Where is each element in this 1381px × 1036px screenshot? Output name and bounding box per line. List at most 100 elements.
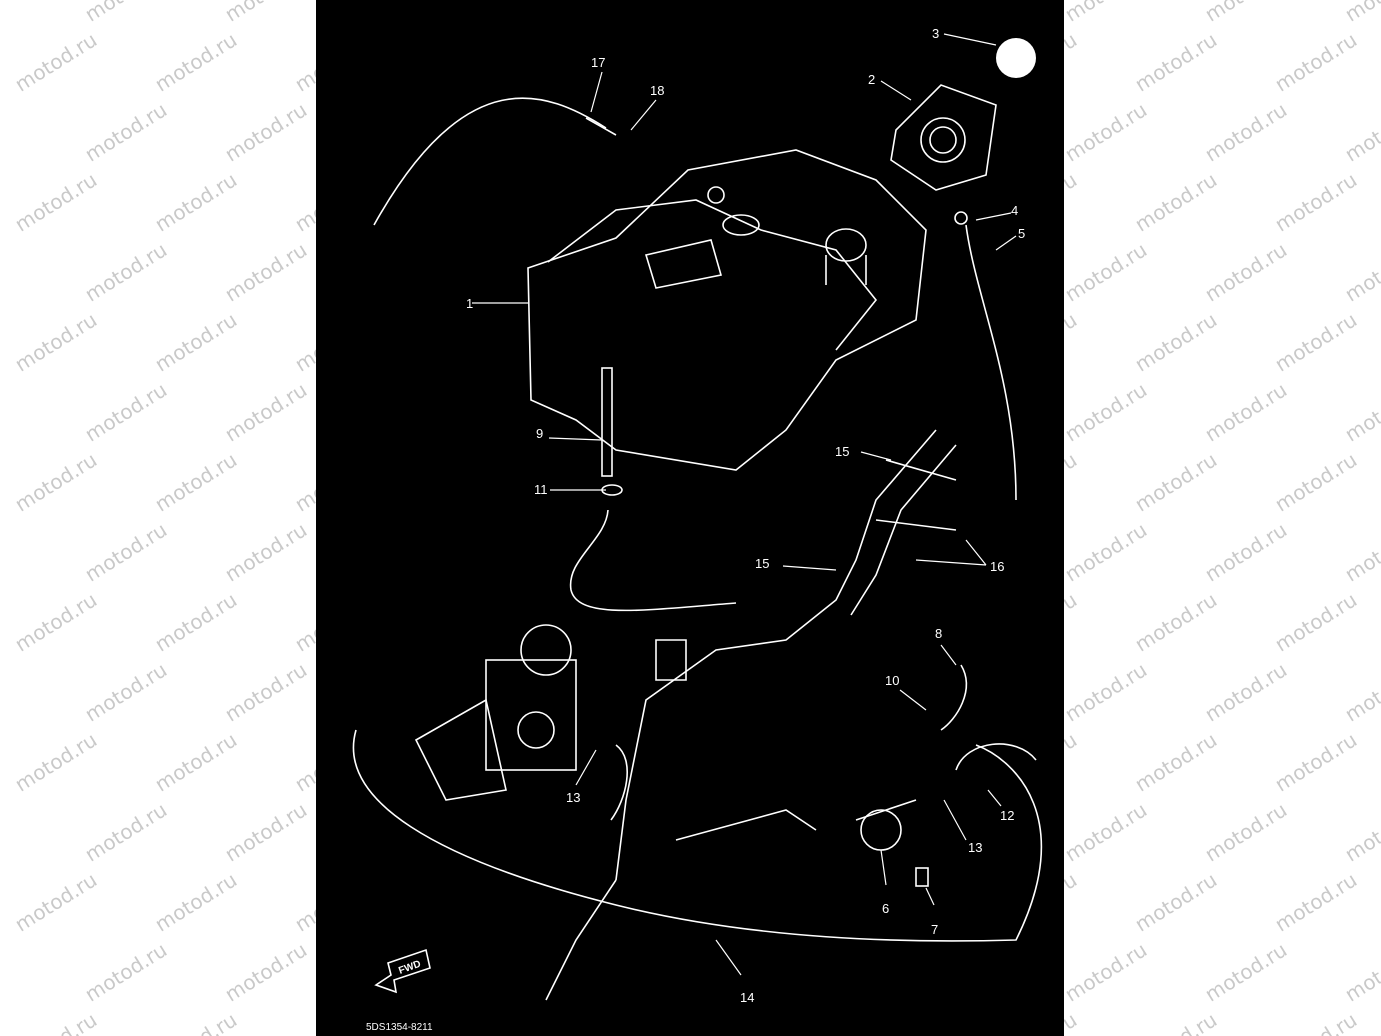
watermark-text: motod.ru [80, 517, 172, 587]
watermark-text: motod.ru [151, 1008, 242, 1036]
fuel-hose-part [352, 729, 1043, 942]
watermark-text: motod.ru [1270, 447, 1362, 517]
frame-tubes-part [545, 429, 957, 1001]
watermark-text: motod.ru [10, 307, 102, 377]
watermark-text: motod.ru [150, 307, 242, 377]
diagram-panel: FWD 1 2 3 4 5 6 7 8 9 10 11 12 [316, 0, 1064, 1036]
vent-hose-part [965, 224, 1017, 501]
watermark-text: motod.ru [1060, 517, 1152, 587]
watermark-text: motod.ru [1060, 797, 1152, 867]
watermark-text: motod.ru [1060, 237, 1152, 307]
watermark-text: motod.ru [1340, 517, 1381, 587]
callout-16: 16 [990, 559, 1004, 574]
watermark-text: motod.ru [1270, 587, 1362, 657]
watermark-text: motod.ru [80, 657, 172, 727]
watermark-text: motod.ru [1060, 97, 1152, 167]
fwd-arrow: FWD [374, 948, 431, 994]
fuel-tank-exploded-diagram: FWD 1 2 3 4 5 6 7 8 9 10 11 12 [352, 26, 1043, 1033]
watermark-text: motod.ru [11, 1008, 102, 1036]
watermark-text: motod.ru [80, 797, 172, 867]
watermark-text: motod.ru [150, 727, 242, 797]
watermark-text: motod.ru [220, 97, 312, 167]
callout-14: 14 [740, 990, 754, 1005]
watermark-text: motod.ru [150, 587, 242, 657]
carburetor-part [414, 624, 577, 801]
watermark-text: motod.ru [1340, 657, 1381, 727]
watermark-text: motod.ru [10, 867, 102, 937]
watermark-text: motod.ru [1130, 307, 1222, 377]
watermark-text: motod.ru [1270, 727, 1362, 797]
callout-4: 4 [1011, 203, 1018, 218]
callout-1: 1 [466, 296, 473, 311]
watermark-text: motod.ru [1200, 517, 1292, 587]
fuel-tank-part [527, 149, 927, 471]
watermark-text: motod.ru [1340, 937, 1381, 1007]
watermark-text: motod.ru [1060, 377, 1152, 447]
watermark-text: motod.ru [10, 27, 102, 97]
watermark-text: motod.ru [80, 937, 172, 1007]
watermark-text: motod.ru [1200, 97, 1292, 167]
watermark-text: motod.ru [1270, 867, 1362, 937]
hose-8-part [940, 664, 967, 731]
watermark-text: motod.ru [1200, 237, 1292, 307]
watermark-text: motod.ru [80, 377, 172, 447]
watermark-text: motod.ru [220, 657, 312, 727]
watermark-text: motod.ru [1340, 377, 1381, 447]
watermark-text: motod.ru [1340, 797, 1381, 867]
callout-9: 9 [536, 426, 543, 441]
watermark-text: motod.ru [1341, 0, 1381, 26]
callout-10: 10 [885, 673, 899, 688]
callout-12: 12 [1000, 808, 1014, 823]
watermark-text: motod.ru [1270, 307, 1362, 377]
watermark-text: motod.ru [220, 517, 312, 587]
watermark-text: motod.ru [220, 237, 312, 307]
watermark-text: motod.ru [220, 377, 312, 447]
fuel-pump-part [855, 799, 929, 887]
fuel-cock-part [569, 367, 737, 612]
callout-3: 3 [932, 26, 939, 41]
watermark-text: motod.ru [10, 727, 102, 797]
watermark-text: motod.ru [0, 0, 31, 26]
watermark-text: motod.ru [150, 167, 242, 237]
watermark-text: motod.ru [221, 0, 312, 26]
watermark-text: motod.ru [1200, 657, 1292, 727]
watermark-text: motod.ru [220, 937, 312, 1007]
watermark-text: motod.ru [1131, 1008, 1222, 1036]
callout-15a: 15 [835, 444, 849, 459]
watermark-text: motod.ru [150, 27, 242, 97]
watermark-text: motod.ru [1200, 797, 1292, 867]
callout-18: 18 [650, 83, 664, 98]
fuel-cap-part [890, 38, 1036, 191]
callout-13b: 13 [968, 840, 982, 855]
drawing-code: 5DS1354-8211 [366, 1022, 433, 1033]
watermark-text: motod.ru [1130, 27, 1222, 97]
watermark-text: motod.ru [1130, 727, 1222, 797]
watermark-text: motod.ru [1130, 587, 1222, 657]
callout-8: 8 [935, 626, 942, 641]
watermark-text: motod.ru [1340, 237, 1381, 307]
watermark-text: motod.ru [150, 447, 242, 517]
watermark-text: motod.ru [1270, 27, 1362, 97]
watermark-text: motod.ru [1061, 0, 1152, 26]
callouts: 1 2 3 4 5 6 7 8 9 10 11 12 13 13 14 15 1… [466, 26, 1025, 1005]
watermark-text: motod.ru [10, 447, 102, 517]
watermark-text: motod.ru [1060, 657, 1152, 727]
callout-6: 6 [882, 901, 889, 916]
watermark-text: motod.ru [81, 0, 172, 26]
callout-11: 11 [534, 482, 548, 497]
watermark-text: motod.ru [80, 237, 172, 307]
watermark-text: motod.ru [1340, 97, 1381, 167]
callout-17: 17 [591, 55, 605, 70]
watermark-text: motod.ru [10, 587, 102, 657]
callout-2: 2 [868, 72, 875, 87]
watermark-text: motod.ru [10, 167, 102, 237]
watermark-text: motod.ru [220, 797, 312, 867]
callout-15b: 15 [755, 556, 769, 571]
watermark-text: motod.ru [1200, 377, 1292, 447]
watermark-text: motod.ru [150, 867, 242, 937]
watermark-text: motod.ru [1060, 937, 1152, 1007]
watermark-text: motod.ru [1130, 867, 1222, 937]
callout-7: 7 [931, 922, 938, 937]
watermark-text: motod.ru [1270, 167, 1362, 237]
breather-hose-part [373, 97, 607, 226]
